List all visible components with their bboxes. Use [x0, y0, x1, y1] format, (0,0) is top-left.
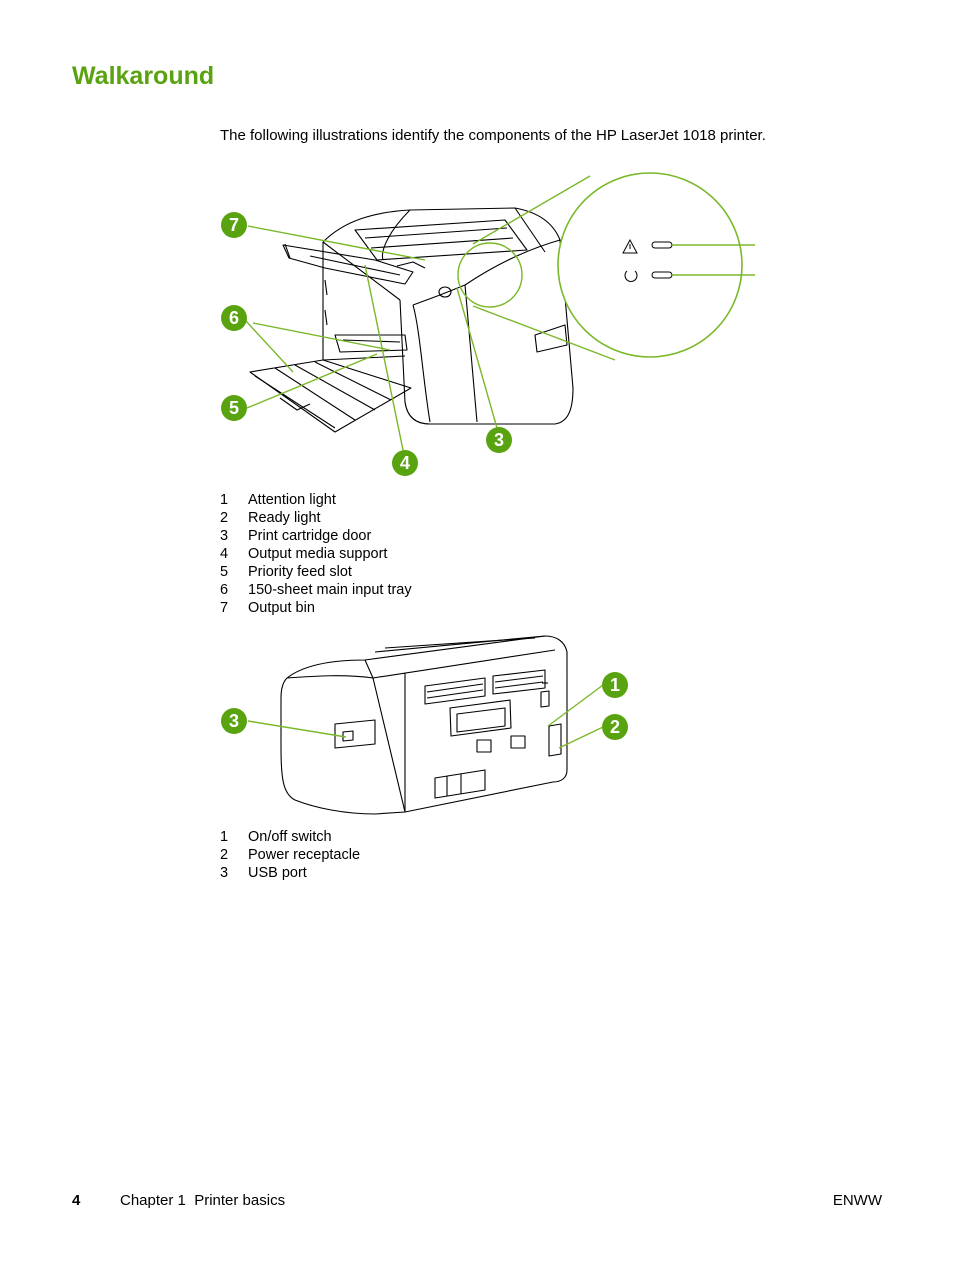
svg-text:3: 3 — [229, 711, 239, 731]
front-printer-illustration: 1 2 3 4 5 6 7 — [221, 172, 755, 476]
document-code: ENWW — [832, 1192, 882, 1209]
svg-text:4: 4 — [400, 453, 410, 473]
chapter-title: Chapter 1 Printer basics — [120, 1192, 286, 1209]
callout-badge-4: 4 — [392, 450, 418, 476]
svg-text:6: 6 — [229, 308, 239, 328]
svg-text:3: 3 — [494, 430, 504, 450]
svg-text:2: 2 — [610, 717, 620, 737]
back-printer-illustration: 1 2 3 — [221, 635, 628, 815]
callout-badge-5: 5 — [221, 395, 247, 421]
callout-badge-2: 2 — [602, 714, 628, 740]
callout-badge-3: 3 — [486, 427, 512, 453]
page-number: 4 — [72, 1192, 81, 1209]
callout-badge-6: 6 — [221, 305, 247, 331]
intro-paragraph: The following illustrations identify the… — [220, 127, 766, 144]
callout-badge-3: 3 — [221, 708, 247, 734]
callout-badge-1: 1 — [602, 672, 628, 698]
svg-text:7: 7 — [229, 215, 239, 235]
callout-badge-7: 7 — [221, 212, 247, 238]
svg-text:1: 1 — [610, 675, 620, 695]
page-title: Walkaround — [72, 62, 215, 90]
svg-text:5: 5 — [229, 398, 239, 418]
